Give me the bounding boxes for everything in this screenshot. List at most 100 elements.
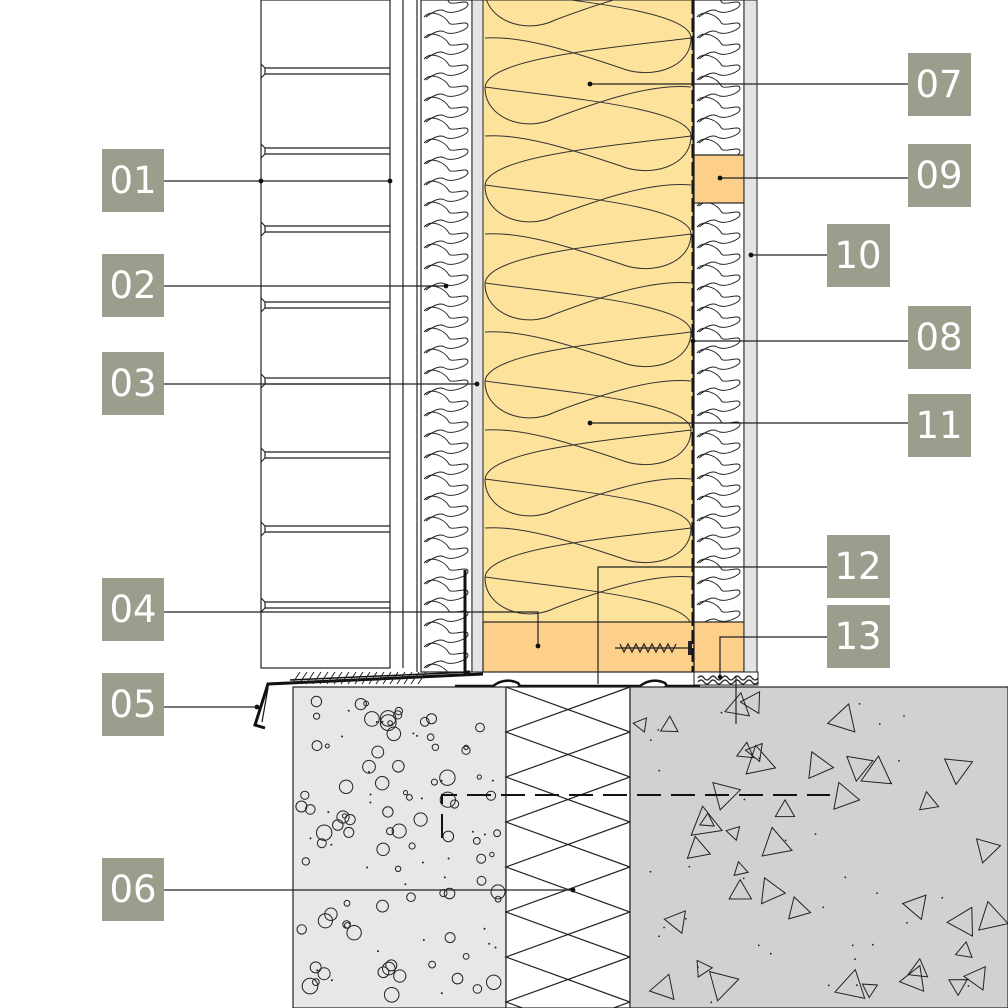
batt-loop [423,264,469,291]
batt-loop [696,474,741,501]
batt-loop [425,0,469,18]
aggregate [317,913,333,929]
cladding-joint [260,447,390,463]
batt-loop [696,54,741,81]
batt-loop [423,54,469,81]
svg-text:02: 02 [109,264,156,307]
batt-loop [423,159,469,186]
aggregate-triangle [735,741,755,759]
aggregate-dot [757,944,760,947]
aggregate-triangle [978,900,1008,931]
aggregate-dot [369,801,372,804]
batt-loop [484,478,692,564]
mesh-hatch [291,671,301,685]
aggregate-dot [871,943,874,946]
cladding-joint [260,521,390,537]
batt-loop [423,642,469,669]
aggregate-triangle [860,755,893,785]
aggregate-triangle [943,758,974,786]
aggregate-dot [906,922,908,924]
batt-loop [696,201,741,228]
aggregate [362,759,376,774]
insect-mesh [291,671,427,685]
aggregate-dot [375,721,378,723]
aggregate [296,924,307,935]
aggregate-dot [367,770,370,773]
aggregate-triangle [946,906,974,937]
aggregate [342,920,351,929]
batt-loop [484,233,692,321]
sill-gasket [693,671,759,686]
aggregate-triangle [808,750,835,780]
mesh-hatch [340,671,350,685]
aggregate-dot [743,798,746,801]
batt-loop [696,390,741,417]
aggregate [316,838,327,849]
aggregate-triangle [962,965,986,991]
aggregate [313,712,321,720]
aggregate-triangle [728,878,753,900]
batt-loop [696,432,741,459]
aggregate-dot [420,797,423,800]
aggregate [490,884,506,900]
batt-loop [484,86,692,172]
aggregate [431,743,440,751]
aggregate [343,899,351,907]
cladding-joint [260,297,390,313]
batt-loop [696,306,741,333]
svg-text:13: 13 [834,615,881,658]
batt-loop [484,184,692,270]
aggregate-dot [710,1001,713,1004]
aggregate [439,791,456,808]
batt-loop [423,579,469,606]
mesh-hatch [410,671,420,685]
aggregate-dot [758,757,761,760]
batt-loop [696,600,741,627]
batt-loop [423,390,469,417]
batt-loop [423,96,469,123]
aggregate [383,987,400,1003]
aggregate-triangle [833,968,866,1000]
aggregate [385,959,398,972]
batt-loop [484,135,692,223]
aggregate [301,977,319,995]
mesh-hatch [389,671,399,685]
svg-text:09: 09 [915,154,962,197]
aggregate-triangle [663,910,687,935]
aggregate [476,875,487,886]
aggregate [476,774,482,780]
aggregate-dot [856,984,858,987]
label-tag-04: 04 [102,578,164,641]
aggregate [394,865,402,872]
mesh-hatch [305,671,315,685]
batt-loop [696,96,741,123]
aggregate-dot [309,837,312,840]
aggregate-dot [769,952,772,955]
aggregate-dot [440,992,443,995]
aggregate [344,814,356,826]
aggregate [392,760,405,773]
aggregate-dot [494,946,497,949]
aggregate-dot [822,906,825,909]
aggregate-dot [876,892,878,894]
zigzag-line [504,686,632,1008]
batt-loop [696,285,741,312]
aggregate [310,695,323,708]
aggregate [419,716,430,727]
batt-loop [423,201,469,228]
aggregate-dot [483,927,486,930]
mesh-hatch [354,671,364,685]
label-tag-05: 05 [102,673,164,736]
aggregate [376,899,389,913]
aggregate-triangle [774,798,796,818]
aggregate-dot [657,729,660,731]
aggregate [408,842,416,850]
batt-loop [423,117,469,144]
aggregate-triangle [761,826,793,857]
mesh-hatch [375,671,385,685]
aggregate-dot [941,896,944,899]
aggregate-triangle [954,940,973,959]
aggregate-dot [422,939,425,941]
batt-loop [696,558,741,585]
batt-loop [423,558,469,585]
